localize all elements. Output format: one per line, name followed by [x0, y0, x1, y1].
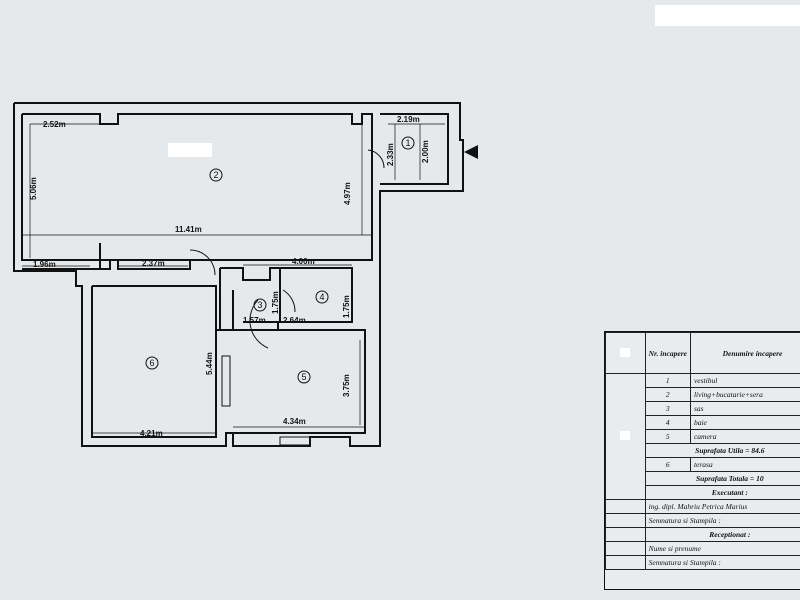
receptionat-label: Receptionat : — [644, 527, 800, 542]
dim-5-06: 5.06m — [29, 177, 38, 200]
vestibul-wall — [380, 113, 449, 185]
room-number-5: 5 — [301, 372, 306, 382]
dim-2-37: 2.37m — [142, 259, 165, 268]
dim-4-97: 4.97m — [343, 182, 352, 205]
suprafata-totala: Suprafata Totala = 10 — [644, 471, 800, 486]
dim-4-21: 4.21m — [140, 429, 163, 438]
dim-2-00: 2.00m — [421, 140, 430, 163]
header-nr: Nr. incapere — [644, 332, 691, 374]
dim-2-33: 2.33m — [386, 143, 395, 166]
dim-1-96: 1.96m — [33, 260, 56, 269]
header-name: Denumire incapere — [689, 332, 800, 374]
dim-11-41: 11.41m — [175, 225, 202, 234]
room-number-3: 3 — [257, 300, 262, 310]
dim-2-19: 2.19m — [397, 115, 420, 124]
room-number-2: 2 — [213, 170, 218, 180]
dim-1-57: 1.57m — [243, 316, 266, 325]
dim-1-75-baie: 1.75m — [342, 295, 351, 318]
dim-3-75: 3.75m — [342, 374, 351, 397]
legend-corner — [605, 332, 646, 374]
living-inner-wall — [21, 113, 373, 261]
semnatura-receptionat: Semnatura si Stampila : — [644, 555, 800, 570]
room-number-6: 6 — [149, 358, 154, 368]
dim-2-52: 2.52m — [43, 120, 66, 129]
room-number-4: 4 — [319, 292, 324, 302]
dim-1-75-sas: 1.75m — [271, 291, 280, 314]
executant-label: Executant : — [644, 485, 800, 500]
suprafata-utila: Suprafata Utila = 84.6 — [644, 443, 800, 458]
entry-arrow-icon — [464, 145, 478, 159]
redacted-header — [655, 5, 800, 26]
nume-prenume: Nume si prenume — [644, 541, 800, 556]
dim-2-64: 2.64m — [283, 316, 306, 325]
outer-wall — [13, 102, 464, 447]
executant-name: ing. dipl. Mahriu Petrica Marius — [644, 499, 800, 514]
room-number-1: 1 — [405, 138, 410, 148]
dim-4-00: 4.00m — [292, 257, 315, 266]
dim-5-44: 5.44m — [205, 352, 214, 375]
dim-4-34: 4.34m — [283, 417, 306, 426]
semnatura-executant: Semnatura si Stampila : — [644, 513, 800, 528]
